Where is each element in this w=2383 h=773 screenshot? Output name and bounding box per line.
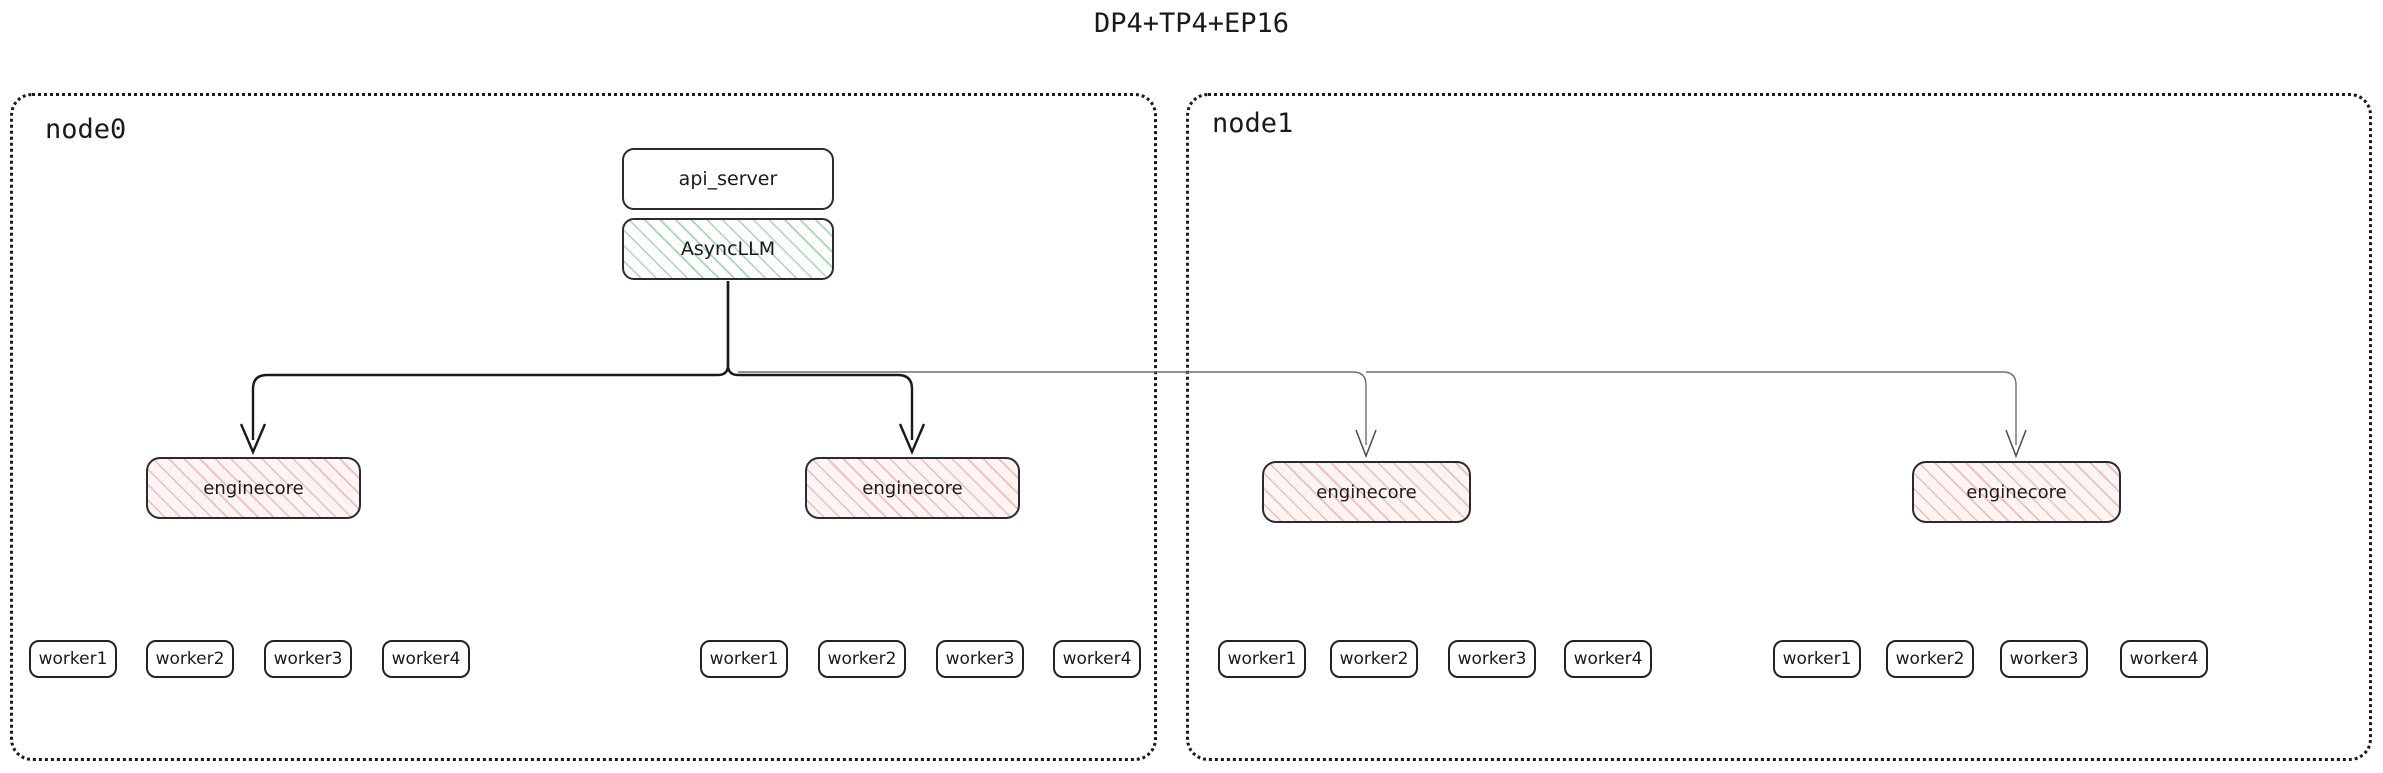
worker-box[interactable]: worker3 [2000, 640, 2088, 678]
worker-box[interactable]: worker1 [1218, 640, 1306, 678]
worker-box[interactable]: worker2 [818, 640, 906, 678]
worker-box[interactable]: worker1 [1773, 640, 1861, 678]
worker-box[interactable]: worker1 [700, 640, 788, 678]
api-server-box[interactable]: api_server [622, 148, 834, 210]
worker-box[interactable]: worker4 [1564, 640, 1652, 678]
worker-box[interactable]: worker3 [1448, 640, 1536, 678]
worker-box[interactable]: worker4 [382, 640, 470, 678]
node-label-node1: node1 [1212, 108, 1294, 139]
worker-box[interactable]: worker4 [2120, 640, 2208, 678]
worker-box[interactable]: worker2 [1886, 640, 1974, 678]
enginecore-box-node1-1[interactable]: enginecore [1262, 461, 1471, 523]
enginecore-box-node1-2[interactable]: enginecore [1912, 461, 2121, 523]
async-llm-box[interactable]: AsyncLLM [622, 218, 834, 280]
page-title: DP4+TP4+EP16 [1093, 8, 1290, 39]
worker-box[interactable]: worker3 [936, 640, 1024, 678]
enginecore-box-node0-2[interactable]: enginecore [805, 457, 1020, 519]
worker-box[interactable]: worker3 [264, 640, 352, 678]
worker-box[interactable]: worker4 [1053, 640, 1141, 678]
node-label-node0: node0 [45, 114, 127, 145]
enginecore-box-node0-1[interactable]: enginecore [146, 457, 361, 519]
worker-box[interactable]: worker2 [1330, 640, 1418, 678]
worker-box[interactable]: worker2 [146, 640, 234, 678]
worker-box[interactable]: worker1 [29, 640, 117, 678]
